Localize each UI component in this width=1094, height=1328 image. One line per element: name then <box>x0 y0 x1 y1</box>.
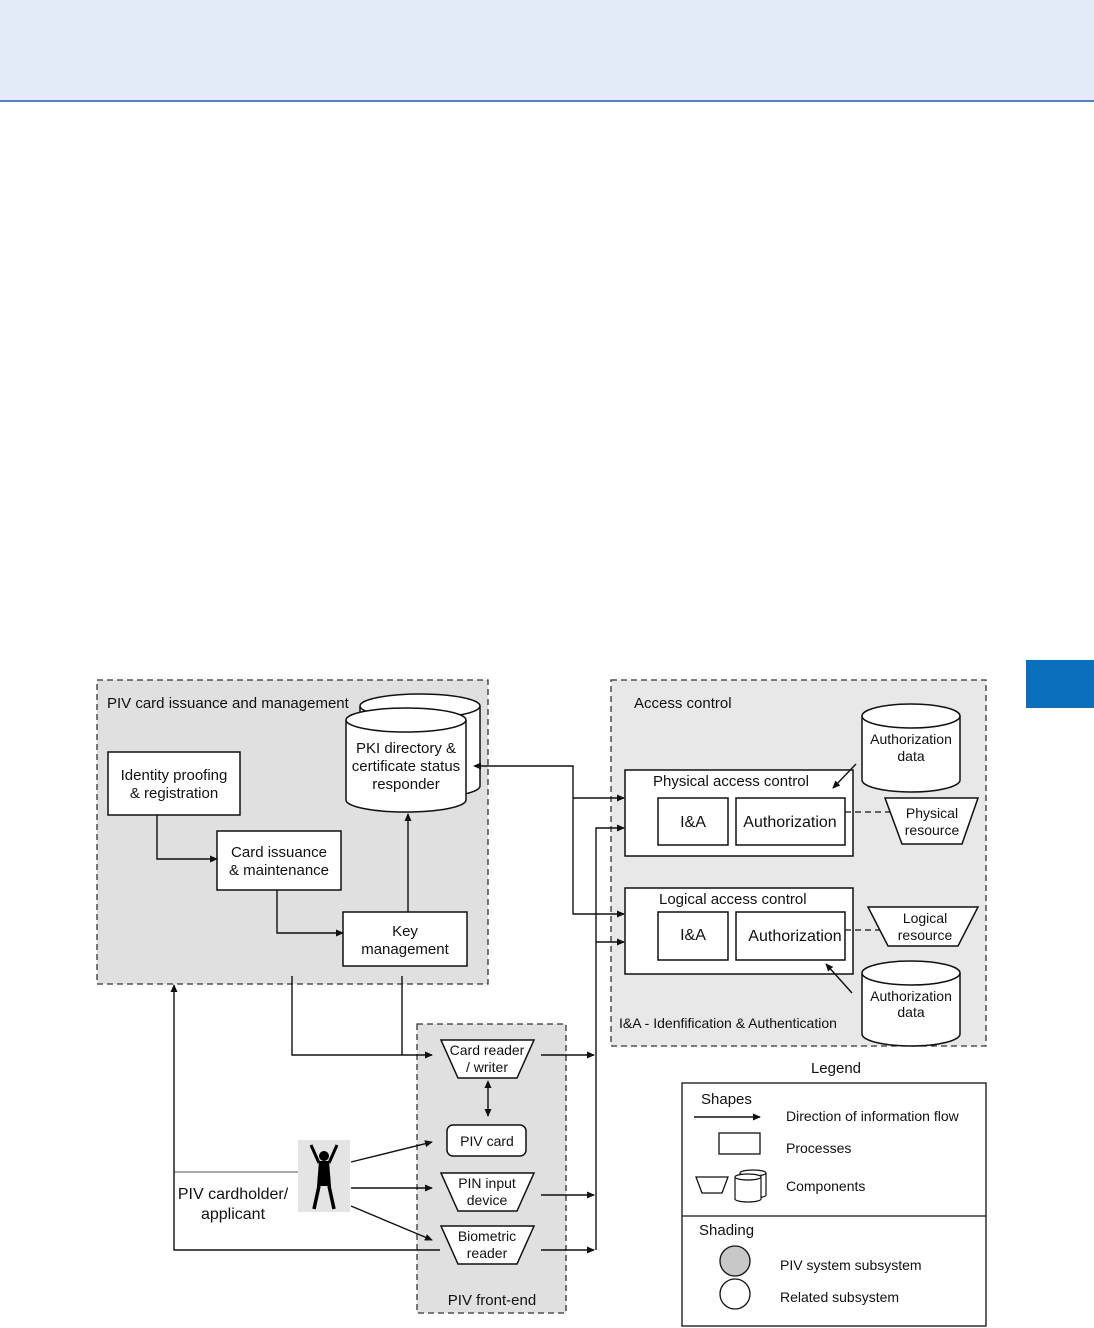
legend-trapezoid-sample <box>695 1176 729 1194</box>
pki-line1: PKI directory & <box>356 740 456 757</box>
key-management-line2: management <box>361 941 449 958</box>
flow-pki-access <box>473 762 625 918</box>
logical-resource-line1: Logical <box>903 910 947 926</box>
logical-authorization-box <box>735 911 846 961</box>
physical-authorization-data-cylinder <box>861 703 961 793</box>
pki-line2: certificate status <box>352 758 460 775</box>
flow-authdata-to-logical <box>825 963 853 994</box>
piv-card-label: PIV card <box>460 1133 514 1149</box>
legend-shading-heading: Shading <box>699 1222 754 1239</box>
legend-shapes-heading: Shapes <box>701 1091 752 1108</box>
front-end-title: PIV front-end <box>448 1292 536 1309</box>
logical-access-title: Logical access control <box>659 891 807 908</box>
legend-flow-label: Direction of information flow <box>786 1108 960 1124</box>
flow-issuance-to-reader <box>291 976 433 1059</box>
physical-resource-line2: resource <box>905 822 960 838</box>
logical-auth-data-line2: data <box>897 1004 924 1020</box>
identity-proofing-box <box>107 751 241 816</box>
chapter-tab <box>1026 660 1094 708</box>
key-management-box <box>342 911 468 967</box>
legend-cylinder-sample <box>734 1169 767 1203</box>
cardholder-line1: PIV cardholder/ <box>178 1186 289 1203</box>
flow-authdata-to-physical <box>832 763 857 789</box>
card-issuance-box <box>216 830 342 891</box>
physical-resource-line1: Physical <box>906 805 958 821</box>
legend-related-subsystem-label: Related subsystem <box>780 1289 899 1305</box>
card-reader-line2: / writer <box>466 1059 508 1075</box>
key-management-line1: Key <box>392 923 418 940</box>
access-control-title: Access control <box>634 695 732 712</box>
logical-authorization-label: Authorization <box>748 928 841 945</box>
flow-person-card <box>350 1140 433 1163</box>
pki-directory-cylinder <box>345 693 481 813</box>
legend-related-subsystem-swatch <box>719 1278 751 1310</box>
issuance-title: PIV card issuance and management <box>107 695 350 712</box>
biometric-reader-shape <box>439 1225 536 1265</box>
ia-footnote: I&A - Idenfification & Authentication <box>619 1015 837 1031</box>
pin-input-line2: device <box>467 1192 508 1208</box>
logical-ia-box <box>657 911 729 961</box>
card-issuance-line1: Card issuance <box>231 844 327 861</box>
flow-person-biometric <box>350 1205 433 1241</box>
pki-line3: responder <box>372 776 440 793</box>
cardholder-figure <box>298 1140 350 1212</box>
legend-piv-subsystem-swatch <box>719 1245 751 1277</box>
pin-input-line1: PIN input <box>458 1175 516 1191</box>
card-issuance-line2: & maintenance <box>229 862 329 879</box>
physical-resource-shape <box>883 797 980 845</box>
physical-access-title: Physical access control <box>653 773 809 790</box>
flow-identity-to-card <box>156 815 218 863</box>
flow-card-to-key <box>276 890 344 937</box>
logical-resource-shape <box>866 906 980 947</box>
legend-processes-label: Processes <box>786 1140 851 1156</box>
biometric-line1: Biometric <box>458 1228 516 1244</box>
biometric-line2: reader <box>467 1245 508 1261</box>
page-header-band <box>0 0 1094 102</box>
logical-ia-label: I&A <box>680 927 706 944</box>
logical-auth-data-line1: Authorization <box>870 988 952 1004</box>
cardholder-line2: applicant <box>201 1206 266 1223</box>
physical-authorization-label: Authorization <box>743 814 836 831</box>
flow-cardholder-to-issuance <box>170 984 440 1251</box>
identity-proofing-line1: Identity proofing <box>121 767 228 784</box>
physical-ia-box <box>657 797 729 846</box>
physical-ia-label: I&A <box>680 814 706 831</box>
physical-auth-data-line2: data <box>897 748 924 764</box>
card-reader-shape <box>439 1039 536 1079</box>
logical-resource-line2: resource <box>898 927 953 943</box>
identity-proofing-line2: & registration <box>130 785 218 802</box>
legend-components-label: Components <box>786 1178 865 1194</box>
flow-bus <box>595 824 625 1250</box>
physical-auth-data-line1: Authorization <box>870 731 952 747</box>
piv-card-shape <box>446 1124 527 1157</box>
legend-process-sample <box>718 1132 761 1155</box>
card-reader-line1: Card reader <box>450 1042 525 1058</box>
pin-input-shape <box>439 1172 536 1212</box>
legend-piv-subsystem-label: PIV system subsystem <box>780 1257 922 1273</box>
physical-authorization-box <box>735 797 846 846</box>
logical-authorization-data-cylinder <box>861 960 961 1047</box>
legend-title: Legend <box>811 1060 861 1077</box>
